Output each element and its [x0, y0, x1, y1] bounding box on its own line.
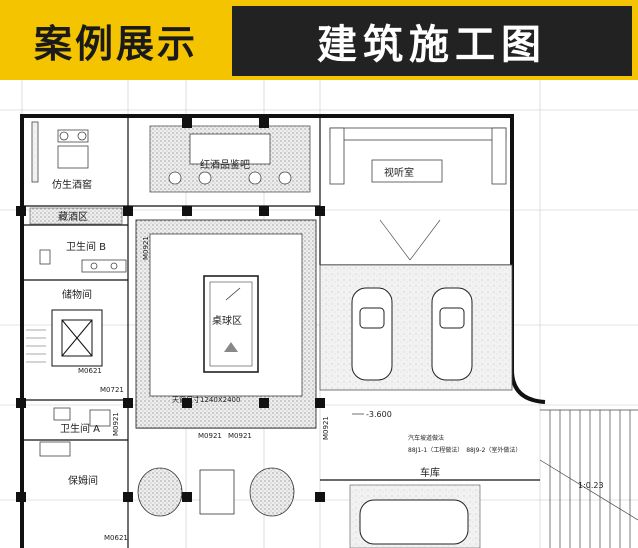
- room-label-storage: 储物间: [62, 288, 92, 301]
- car-slope-reference: 88J1-1（工程做法） 88J9-2（室外做法）: [408, 446, 521, 454]
- garage-car: [359, 499, 469, 545]
- exterior-steps: [539, 409, 638, 548]
- door-label-m0621: M0621: [78, 367, 102, 375]
- billiard-table: [203, 275, 259, 373]
- lower-table: [199, 469, 235, 515]
- room-label-garage: 车库: [420, 466, 440, 479]
- skylight-note: 天窗尺寸1240X2400: [172, 395, 240, 404]
- header-left-panel: 案例展示: [0, 0, 232, 80]
- car-slope-title: 汽车坡道做法: [408, 434, 444, 442]
- room-label-audio-visual: 视听室: [384, 166, 414, 179]
- bathroom-b-fixtures: [39, 249, 127, 273]
- room-label-red-wine-tasting: 红酒品鉴吧: [200, 158, 250, 171]
- cellar-furniture: [31, 121, 89, 183]
- bathroom-a-fixtures: [39, 407, 111, 457]
- lower-sofas: [137, 467, 295, 517]
- parking-cars: [351, 287, 473, 381]
- room-label-bathroom-a: 卫生间 A: [60, 422, 100, 435]
- elevator-block: [51, 309, 103, 367]
- room-label-wine-storage: 藏酒区: [58, 211, 88, 223]
- room-label-nanny: 保姆间: [68, 474, 98, 487]
- header-right-title: 建筑施工图: [317, 22, 547, 68]
- door-label-m0921-b: M0921: [228, 432, 252, 440]
- elevation-label: -3.600: [366, 410, 392, 419]
- door-label-m0921-vertical: M0921: [142, 236, 150, 260]
- billiard-table-cloth: [209, 281, 253, 367]
- header-left-title: 案例展示: [33, 21, 198, 66]
- av-room-furniture: [329, 127, 507, 185]
- stair-lines: [26, 329, 46, 363]
- floor-plan: 仿生酒窖 红酒品鉴吧 视听室 藏酒区 卫生间 B 储物间: [0, 80, 638, 548]
- door-label-m0621-bottom: M0621: [104, 534, 128, 542]
- room-label-imitation-cellar: 仿生酒窖: [52, 178, 92, 191]
- wine-storage-shelf: [29, 207, 123, 225]
- header-right-panel: 建筑施工图: [232, 6, 632, 76]
- door-label-m0921-a: M0921: [198, 432, 222, 440]
- parking-area: [319, 264, 513, 391]
- structural-columns: [16, 118, 325, 502]
- door-label-m0921-vertical-2: M0921: [322, 416, 330, 440]
- room-label-billiards: 桌球区: [212, 314, 242, 327]
- ramp-lines: [379, 219, 441, 261]
- billiard-rack: [224, 342, 238, 352]
- door-label-m0921-side: M0921: [112, 412, 120, 436]
- wine-tasting-furniture: [168, 133, 292, 185]
- slope-ratio-label: 1:0.23: [578, 481, 604, 490]
- room-label-bathroom-b: 卫生间 B: [66, 240, 106, 253]
- billiard-cue: [225, 287, 241, 301]
- door-label-m0721: M0721: [100, 386, 124, 394]
